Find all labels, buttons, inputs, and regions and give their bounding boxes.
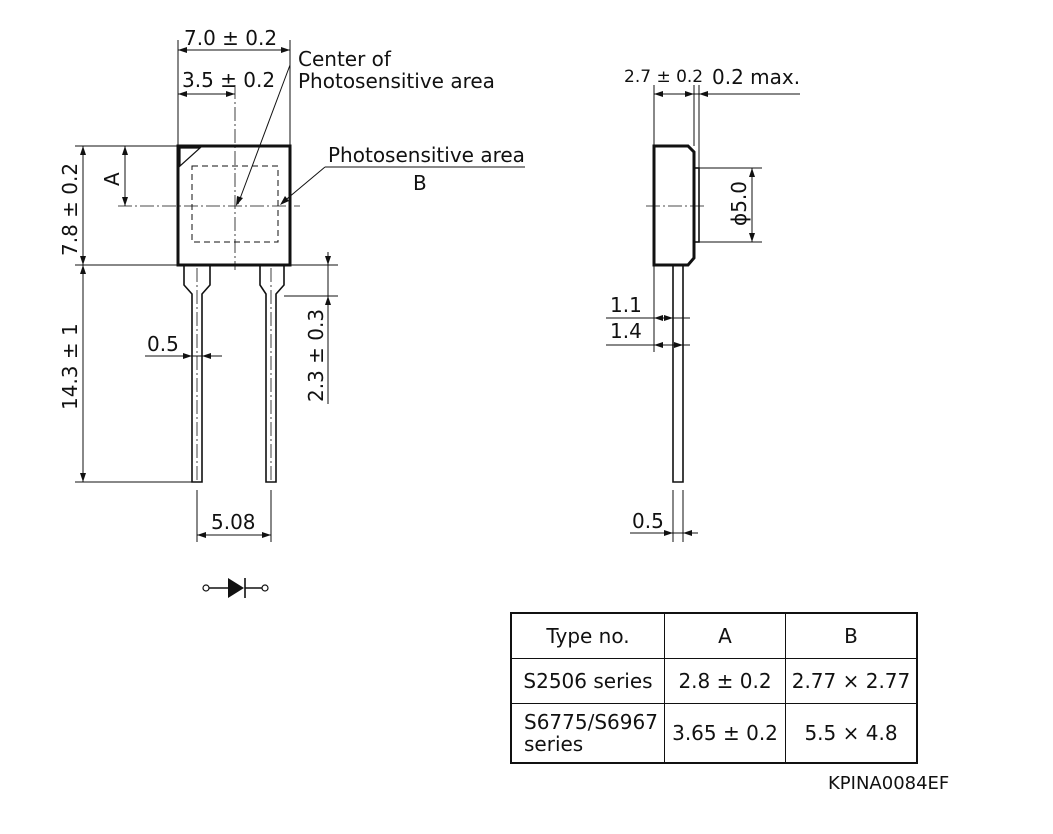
package-body	[176, 144, 292, 267]
height-dim-label: 7.8 ± 0.2	[58, 163, 82, 256]
table-cell-b: 5.5 × 4.8	[785, 703, 918, 764]
center-label-line1: Center of	[298, 47, 392, 71]
index-mark	[179, 147, 202, 168]
side-lead	[672, 265, 684, 483]
type-line1: S6775/S6967	[524, 710, 658, 734]
lead-offset-2-label: 1.4	[610, 319, 642, 343]
dim-a-label: A	[100, 172, 124, 186]
area-label: Photosensitive area	[328, 143, 525, 167]
window-dia-dim-label: ϕ5.0	[727, 181, 751, 226]
half-width-dim-label: 3.5 ± 0.2	[182, 68, 275, 92]
center-label-line2: Photosensitive area	[298, 69, 495, 93]
lead-offset-1-label: 1.1	[610, 293, 642, 317]
table-header-type: Type no.	[510, 612, 665, 659]
front-view: 7.0 ± 0.2 3.5 ± 0.2 Center of Photosensi…	[58, 26, 525, 598]
area-label-b: B	[413, 171, 427, 195]
window-dim-label: 0.2 max.	[712, 65, 800, 89]
side-view: 2.7 ± 0.2 0.2 max. ϕ5.0 1.1 1.4 0.5	[606, 65, 800, 542]
lead-pitch-dim-label: 5.08	[211, 510, 256, 534]
table-cell-type: S2506 series	[510, 658, 665, 704]
table-cell-type: S6775/S6967 series	[510, 703, 665, 764]
lead-length-dim-label: 14.3 ± 1	[58, 323, 82, 410]
side-window	[693, 167, 700, 243]
diode-symbol	[202, 578, 269, 598]
lead-width-dim-label: 0.5	[147, 332, 179, 356]
table-cell-b: 2.77 × 2.77	[785, 658, 918, 704]
table-row: S6775/S6967 series 3.65 ± 0.2 5.5 × 4.8	[510, 703, 918, 764]
drawing-code: KPINA0084EF	[828, 773, 950, 794]
width-dim-label: 7.0 ± 0.2	[184, 26, 277, 50]
table-cell-a: 3.65 ± 0.2	[664, 703, 786, 764]
table-header-b: B	[785, 612, 918, 659]
table-header-a: A	[664, 612, 786, 659]
type-line2: series	[524, 732, 584, 756]
lead-right	[259, 265, 285, 483]
thickness-dim-label: 2.7 ± 0.2	[624, 67, 703, 87]
type-table: Type no. A B S2506 series 2.8 ± 0.2 2.77…	[510, 612, 918, 764]
lead-kink-dim-label: 2.3 ± 0.3	[304, 309, 328, 402]
side-lead-width-label: 0.5	[632, 509, 664, 533]
table-cell-a: 2.8 ± 0.2	[664, 658, 786, 704]
table-header-row: Type no. A B	[510, 612, 918, 659]
lead-left	[183, 265, 211, 483]
table-row: S2506 series 2.8 ± 0.2 2.77 × 2.77	[510, 658, 918, 704]
side-body	[652, 144, 696, 267]
